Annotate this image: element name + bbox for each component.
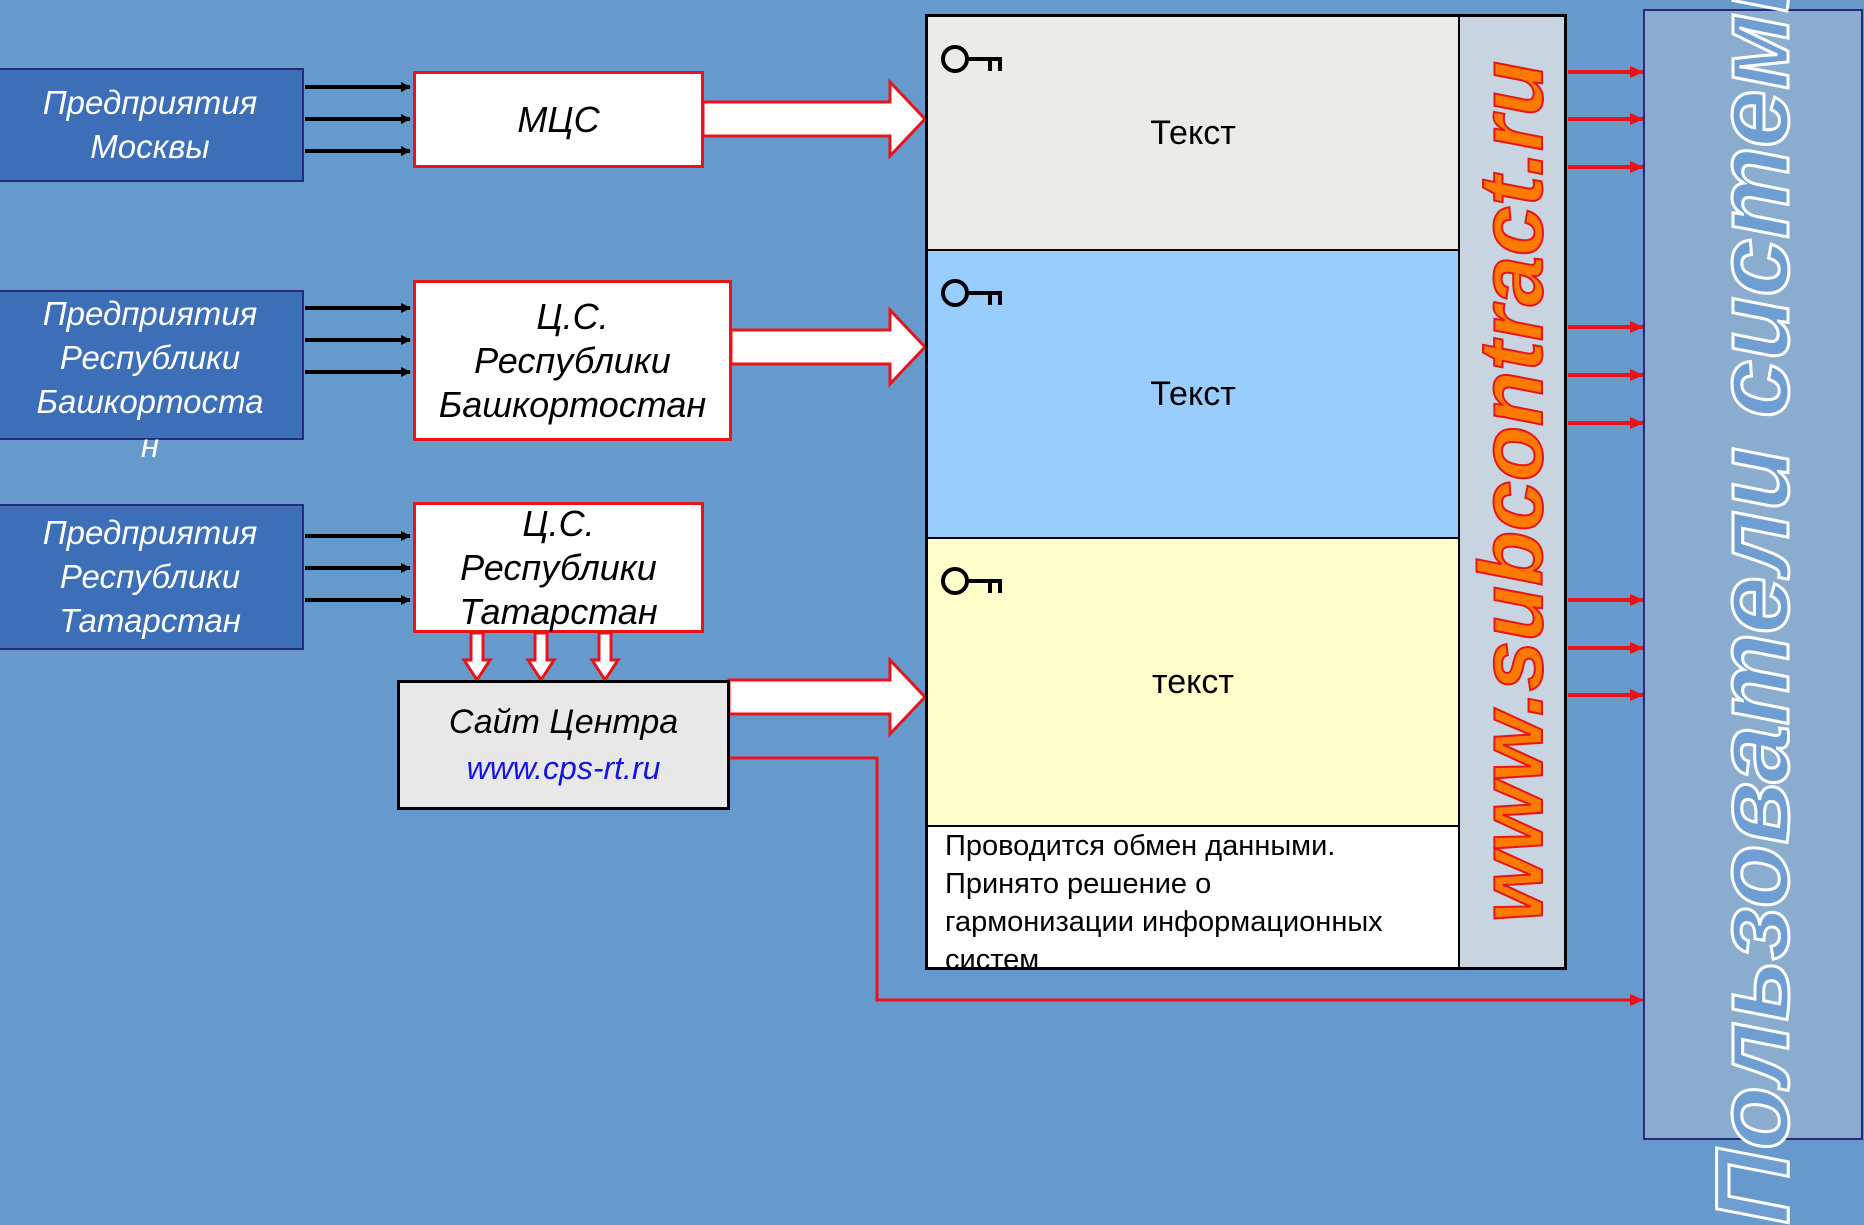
portal-label: www.subcontract.ru [1461, 60, 1563, 924]
users-label: Пользователи системы [1694, 0, 1813, 1225]
database-section-2: Текст [928, 251, 1458, 539]
center-bashkortostan: Ц.С. Республики Башкортостан [413, 280, 732, 441]
site-to-users-line [730, 756, 1644, 1006]
block-arrow-mcs [701, 78, 928, 160]
key-icon [941, 567, 1002, 595]
site-box: Сайт Центра www.cps-rt.ru [397, 680, 730, 810]
center-mcs: МЦС [413, 71, 704, 168]
key-icon [941, 279, 1002, 307]
key-icon [941, 45, 1002, 73]
connectors-layer [305, 66, 1644, 1006]
portal-strip: www.subcontract.ru [1458, 17, 1564, 967]
arrows-down-to-site [461, 631, 621, 683]
center-tatarstan: Ц.С. Республики Татарстан [413, 502, 704, 633]
database-section-1-text: Текст [1150, 113, 1236, 152]
arrows-moscow [305, 82, 411, 156]
database-section-1: Текст [928, 17, 1458, 251]
database-section-2-text: Текст [1150, 374, 1236, 413]
source-tatarstan: Предприятия Республики Татарстан [0, 504, 304, 650]
source-bashkortostan: Предприятия Республики Башкортоста н [0, 290, 304, 464]
site-title: Сайт Центра [448, 703, 679, 741]
database-note: Проводится обмен данными. Принято решени… [928, 827, 1458, 976]
database-section-3: текст [928, 539, 1458, 827]
users-panel: Пользователи системы [1643, 0, 1863, 1225]
source-moscow: Предприятия Москвы [0, 68, 304, 182]
arrows-tatarstan [305, 531, 411, 605]
block-arrow-site [727, 656, 928, 738]
arrows-bashkortostan [305, 303, 411, 377]
database-section-3-text: текст [1152, 662, 1234, 701]
database-panel: Текст Текст текст Проводится обмен данны… [925, 14, 1567, 976]
site-url-link[interactable]: www.cps-rt.ru [466, 750, 661, 786]
block-arrow-bashkortostan [729, 306, 928, 388]
arrows-portal-to-users [1568, 66, 1644, 701]
